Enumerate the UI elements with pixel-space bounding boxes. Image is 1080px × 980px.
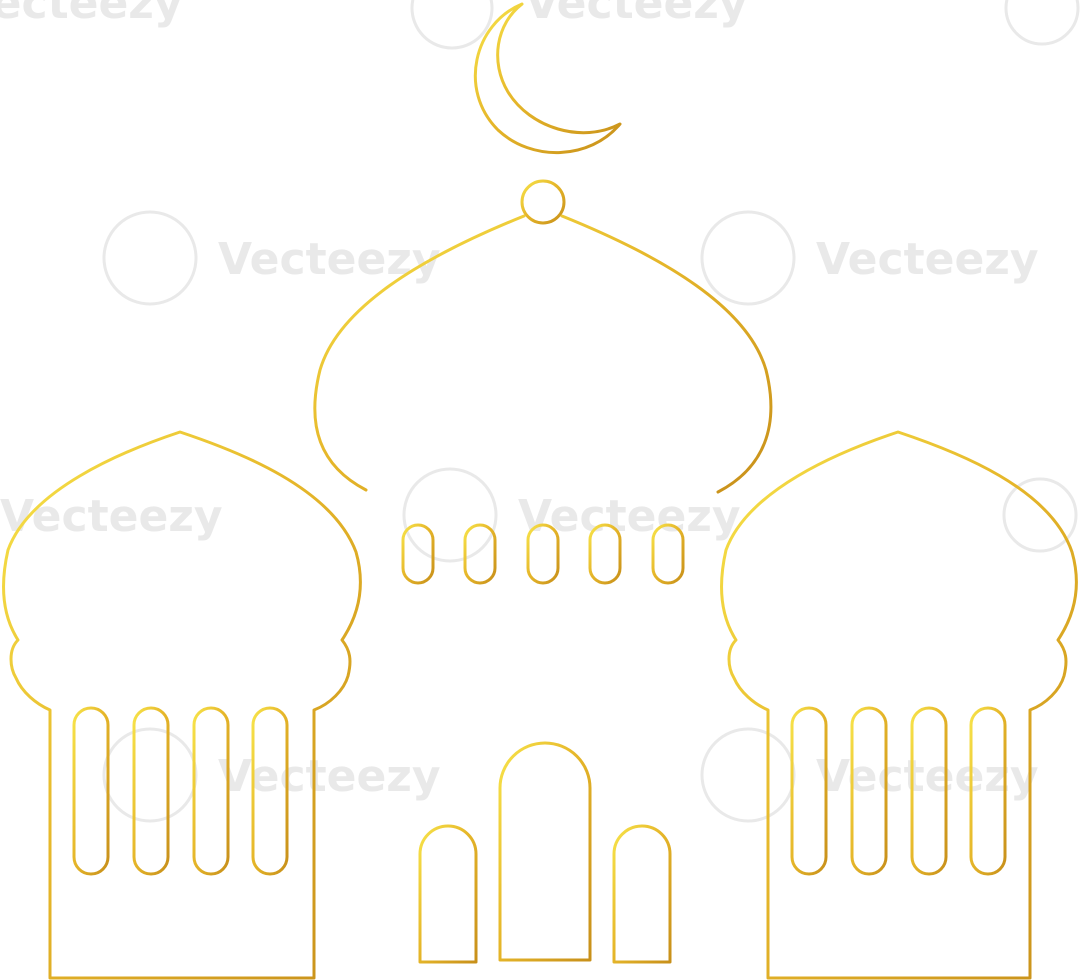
watermark: Vecteezy [0, 491, 223, 542]
window-icon [401, 523, 435, 585]
minaret-right [719, 430, 1078, 980]
window-icon [463, 523, 497, 585]
watermark-logo-icon [1002, 477, 1078, 553]
window-icon [251, 706, 289, 876]
main-hall [368, 487, 718, 980]
watermark: Vecteezy [700, 727, 1039, 823]
watermark-logo-icon [102, 210, 198, 306]
watermark-text: Vecteezy [218, 751, 441, 802]
door-group [418, 741, 672, 964]
watermark: Vecteezy Vecteezy [0, 0, 1080, 50]
watermark: Vecteezy [102, 210, 441, 306]
watermark: Vecteezy [402, 467, 741, 563]
watermark: Vecteezy [700, 210, 1039, 306]
window-icon [969, 706, 1007, 876]
crescent-moon-icon [473, 2, 622, 155]
watermark-text: Vecteezy [0, 0, 183, 29]
window-icon [192, 706, 230, 876]
window-icon [790, 706, 828, 876]
watermark-logo-icon [700, 727, 796, 823]
window-icon [72, 706, 110, 876]
watermark-logo-icon [1004, 0, 1080, 46]
minaret-left [1, 430, 362, 980]
dome-icon [719, 430, 1078, 980]
watermark [1002, 477, 1078, 553]
watermark-text: Vecteezy [525, 0, 748, 29]
watermark-text: Vecteezy [218, 234, 441, 285]
window-row [401, 523, 685, 585]
arch-door-icon [418, 824, 478, 964]
watermark-text: Vecteezy [816, 234, 1039, 285]
watermark-logo-icon [102, 727, 198, 823]
finial-icon [520, 158, 566, 225]
arch-door-icon [612, 824, 672, 964]
window-icon [850, 706, 888, 876]
window-icon [910, 706, 948, 876]
watermark-text: Vecteezy [518, 491, 741, 542]
dome-icon [1, 430, 362, 980]
dome-icon [313, 214, 773, 494]
window-icon [132, 706, 170, 876]
window-icon [651, 523, 685, 585]
watermark-logo-icon [410, 0, 494, 50]
watermark-text: Vecteezy [0, 491, 223, 542]
window-icon [588, 523, 622, 585]
window-icon [526, 523, 560, 585]
arch-door-icon [498, 741, 592, 962]
watermark-logo-icon [402, 467, 498, 563]
watermark: Vecteezy [102, 727, 441, 823]
watermark-layer: Vecteezy Vecteezy Vecteezy Vecteezy Vect… [0, 0, 1080, 823]
watermark-logo-icon [700, 210, 796, 306]
